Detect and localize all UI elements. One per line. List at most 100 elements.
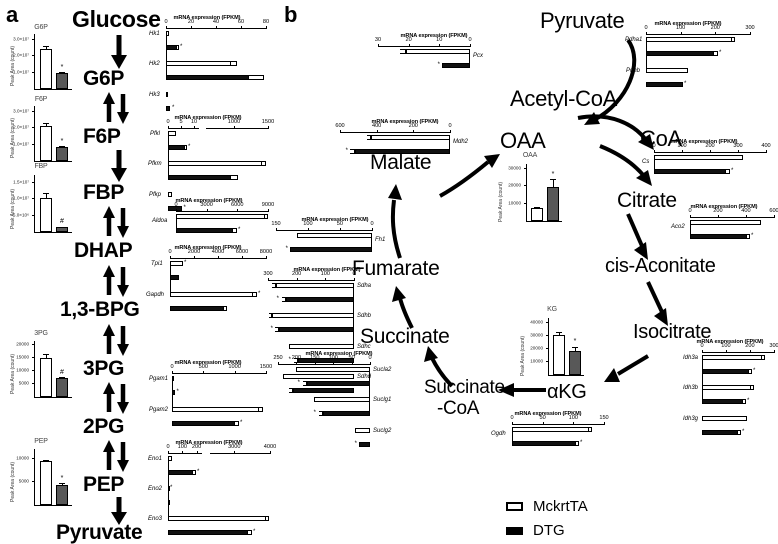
error-bar (749, 369, 752, 375)
chart-title: mRNA expression (FPKM) (400, 33, 468, 39)
chart-title: mRNA expression (FPKM) (174, 115, 242, 121)
bar-dtg (170, 275, 179, 281)
x-tick-label: 0 (688, 208, 692, 214)
peak-chart-title: PEP (34, 438, 48, 445)
error-bar (231, 175, 238, 181)
x-tick-label: 100 (677, 143, 687, 149)
x-tick-label: 300 (769, 343, 778, 349)
mrna-chart-idh3: mRNA expression (FPKM) 0 100 200 300 Idh… (682, 339, 778, 436)
bar-mckrtta (170, 292, 253, 298)
gene-label: Tpi1 (151, 260, 163, 267)
error-bar (262, 161, 266, 167)
mrna-chart-cs: mRNA expression (FPKM) 0 100 200 300 400… (638, 139, 771, 175)
y-tick-label: 30000 (530, 332, 543, 338)
y-tick-label: 3.0×10⁷ (13, 108, 29, 114)
significance-marker: * (753, 367, 756, 374)
y-tick-label: 1.5×10⁷ (13, 179, 29, 185)
x-tick-label: 400 (761, 143, 771, 149)
x-tick-label: 400 (741, 208, 751, 214)
axis-line (512, 423, 604, 425)
arrow-acetylcoa-to-coa (570, 112, 660, 182)
x-tick-label: 100 (568, 415, 578, 421)
arrow-akg-to-succinylcoa (492, 382, 550, 402)
arrow-citrate-to-cisaconitate (620, 212, 660, 264)
x-tick-label: 200 (291, 271, 302, 277)
peak-bar-dtg (56, 73, 68, 89)
error-bar (43, 123, 49, 126)
error-bar (185, 145, 187, 151)
metabolite-isocitrate: Isocitrate (633, 321, 712, 343)
mrna-chart-ogdh: mRNA expression (FPKM) 0 50 100 150 Ogdh… (490, 411, 609, 447)
legend-label-mckrtta: MckrtTA (533, 498, 588, 515)
peak-chart-3pg: 3PG Peak Area (count) 5000 10000 15000 2… (8, 330, 74, 402)
bar-mckrtta (654, 155, 743, 161)
x-tick-label: 200 (745, 343, 755, 349)
bar-mckrtta (702, 355, 762, 361)
bar-mckrtta (282, 374, 354, 380)
y-tick-label: 40000 (530, 319, 543, 325)
metabolite-succinyl-coa-line1: Succinate (424, 377, 505, 398)
y-tick-label: 3.0×10⁷ (13, 36, 29, 42)
arrow-f6p-to-fbp (106, 150, 132, 182)
chart-title: mRNA expression (FPKM) (175, 198, 243, 204)
gene-label: Aco2 (671, 223, 685, 230)
bar-dtg (172, 421, 235, 427)
peak-chart-title: F6P (34, 96, 48, 103)
x-tick-label: 0 (352, 271, 356, 277)
x-tick-label: 1500 (261, 119, 275, 125)
x-tick-label: 6000 (231, 202, 244, 208)
x-tick-label: 3000 (228, 444, 241, 450)
error-bar (224, 306, 227, 312)
mrna-chart-pcx: mRNA expression (FPKM) 30 20 10 0 Pcx * (375, 33, 490, 69)
gene-label: Pdhb (626, 67, 641, 74)
y-tick-label: 1.0×10⁷ (13, 69, 29, 74)
error-bar (572, 346, 578, 351)
x-tick-label: 0 (166, 119, 170, 125)
mrna-chart-sucl: mRNA expression (FPKM) 250 200 150 100 5… (273, 351, 400, 448)
bar-dtg (279, 327, 354, 333)
bar-dtg (170, 306, 224, 312)
gene-label: Gapdh (146, 291, 165, 298)
x-tick-label: 4000 (263, 444, 277, 450)
y-tick-label: 30000 (508, 165, 521, 170)
x-tick-label: 9000 (261, 202, 275, 208)
bar-mckrtta (172, 407, 259, 413)
bar-mckrtta (406, 49, 470, 55)
error-bar (266, 516, 269, 522)
bar-dtg (702, 430, 738, 436)
axis-line (168, 127, 268, 129)
x-tick-label: 1500 (259, 364, 273, 370)
bar-mckrtta (170, 261, 183, 267)
error-bar (268, 313, 272, 319)
bar-dtg (290, 247, 372, 253)
significance-marker: * (731, 167, 734, 174)
metabolite-3pg: 3PG (83, 357, 125, 380)
bar-dtg (286, 297, 354, 303)
y-tick-label: 10000 (530, 358, 543, 364)
x-tick-label: 1000 (228, 364, 241, 370)
x-tick-label: 0 (448, 123, 452, 129)
gene-label: Pcx (473, 52, 484, 59)
error-bar (43, 353, 49, 358)
bar-mckrtta (172, 376, 175, 382)
arrow-fbp-dhap-reversible (100, 206, 132, 243)
gene-label: Hk2 (149, 60, 160, 67)
arrow-succinylcoa-to-succinate (412, 346, 462, 394)
chart-title: mRNA expression (FPKM) (174, 245, 242, 251)
legend-item-mckrtta: MckrtTA (506, 498, 588, 515)
mrna-chart-aldoa: mRNA expression (FPKM) 0 3000 6000 9000 … (150, 198, 274, 234)
significance-marker: * (188, 143, 191, 150)
x-tick-label: 200 (710, 25, 720, 31)
bar-mckrtta (371, 135, 450, 141)
x-tick-label: 1000 (227, 119, 241, 125)
x-tick-label: 0 (166, 444, 170, 450)
bar-dtg (298, 358, 354, 364)
error-bar (550, 179, 556, 187)
bar-mckrtta (168, 192, 173, 198)
chart-title: mRNA expression (FPKM) (696, 339, 764, 345)
significance-marker: * (60, 138, 64, 145)
x-tick-label: 6000 (235, 249, 249, 255)
metabolite-acetyl-coa: Acetyl-CoA (510, 86, 618, 111)
mrna-chart-fh1: mRNA expression (FPKM) 150 100 50 0 Fh1 … (271, 217, 394, 253)
